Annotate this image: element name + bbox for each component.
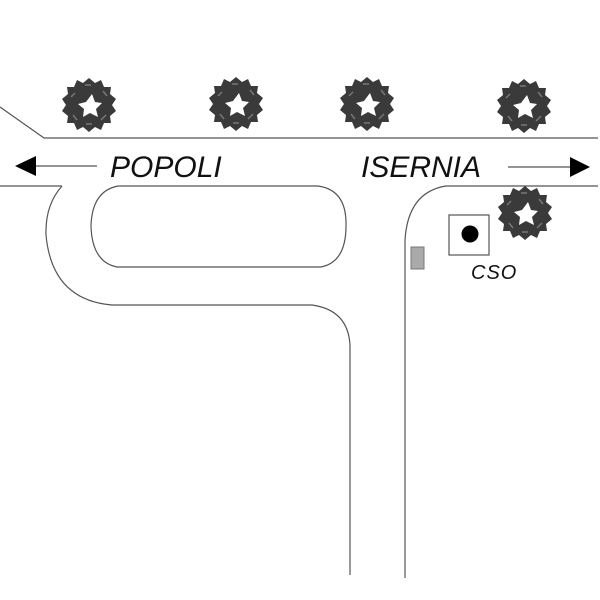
destination-isernia-label: ISERNIA — [361, 151, 481, 184]
gray-marker — [410, 246, 425, 270]
arrow-right-icon — [508, 157, 590, 177]
arrow-left-icon — [15, 156, 97, 176]
tree-icon — [339, 76, 395, 132]
tree-icon — [497, 185, 553, 241]
tree-icon — [61, 77, 117, 133]
station-cso-label: CSO — [471, 262, 517, 284]
loop-road-outer-edge — [45, 185, 351, 575]
destination-popoli-label: POPOLI — [110, 151, 222, 184]
side-road-east-edge — [404, 185, 598, 578]
main-road-north-edge — [0, 106, 598, 139]
tree-icon — [496, 78, 552, 134]
loop-road-island — [90, 185, 347, 268]
tree-icon — [208, 76, 264, 132]
station-marker-icon — [448, 214, 490, 256]
